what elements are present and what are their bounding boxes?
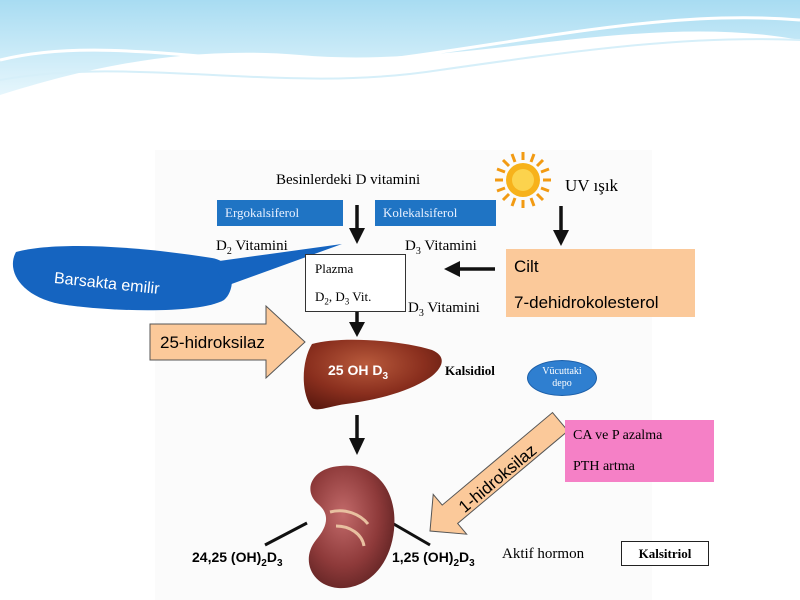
kidney-left-label: 24,25 (OH)2D3 [192,549,283,569]
d3-sub: 3 [415,246,421,257]
d3-lower-suffix: Vitamini [423,300,480,316]
plasma-title: Plazma [315,261,354,276]
kidney-right-sub2: 2 [453,557,460,569]
plasma-sub3: 3 [344,296,350,307]
plasma-content: D2, D3 Vit. [315,289,371,307]
uv-light-label: UV ışık [565,176,619,195]
food-vitamin-label: Besinlerdeki D vitamini [276,172,421,188]
plasma-comma: , D [328,289,345,304]
d2-sub: 2 [226,246,232,257]
intestine-absorption-label: Barsakta emilir [53,270,161,298]
plasma-vit: Vit. [349,289,372,304]
hydroxylase-25-label: 25-hidroksilaz [160,333,265,352]
calcitriol-box: Kalsitriol [621,541,709,566]
skin-compound: 7-dehidrokolesterol [514,293,659,312]
kidney-right-a: 1,25 (OH) [392,549,454,565]
kidney-left-sub3: 3 [276,557,283,569]
kidney-right-b: D [459,549,470,565]
skin-title: Cilt [514,257,539,276]
kidney-left-b: D [266,549,277,565]
body-store-line2: depo [552,378,572,389]
active-hormone-label: Aktif hormon [502,546,585,562]
d3-lower-d: D [408,300,419,316]
d3-vitamin-label: D3 Vitamini [405,238,477,257]
pth-box: CA ve P azalma PTH artma [565,420,714,482]
d2-suffix: Vitamini [231,238,288,254]
d2-vitamin-label: D2 Vitamini [216,238,288,257]
body-store-ellipse: Vücuttaki depo [527,360,597,396]
plasma-sub2: 2 [324,296,329,307]
d3-lower-sub: 3 [418,308,424,319]
body-store-line1: Vücuttaki [542,366,582,377]
d3-vitamin-lower-label: D3 Vitamini [408,300,480,319]
plasma-d: D [315,289,325,304]
d3-suffix: Vitamini [420,238,477,254]
kidney-left-sub2: 2 [261,557,267,569]
ergocalciferol-box: Ergokalsiferol [217,200,343,226]
calcidiol-label: Kalsidiol [445,363,495,378]
liver-label-sub: 3 [382,370,389,382]
liver-label: 25 OH D3 [328,362,388,382]
ca-p-decrease-label: CA ve P azalma [573,428,663,443]
d3-d: D [405,238,416,254]
pth-increase-label: PTH artma [573,459,635,474]
cholecalciferol-box: Kolekalsiferol [375,200,496,226]
kidney-right-label: 1,25 (OH)2D3 [392,549,475,569]
d2-d: D [216,238,227,254]
liver-label-main: 25 OH D [328,362,383,378]
plasma-box: Plazma D2, D3 Vit. [305,254,406,312]
kidney-left-a: 24,25 (OH) [192,549,262,565]
kidney-right-sub3: 3 [469,557,475,569]
header-wave [0,0,800,95]
skin-box: Cilt 7-dehidrokolesterol [506,249,695,317]
